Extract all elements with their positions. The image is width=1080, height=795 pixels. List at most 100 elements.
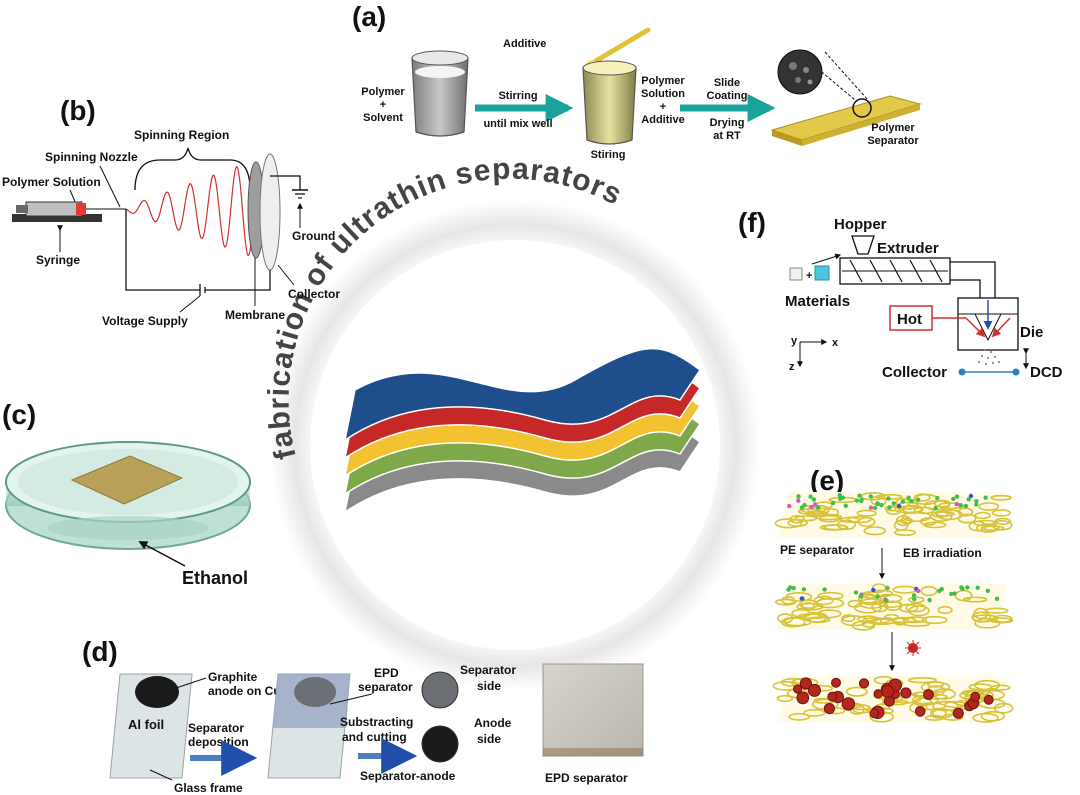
atom-dot [887, 505, 892, 510]
spinning-nozzle-label: Spinning Nozzle [45, 150, 138, 164]
polymer-chain [814, 513, 843, 521]
atom-dot [927, 597, 932, 603]
deposition-label: deposition [188, 735, 249, 749]
polymer-chain [937, 605, 953, 615]
graphite-label: Graphite [208, 670, 258, 684]
anode-side-disc [421, 725, 459, 763]
atom-dot [859, 497, 864, 502]
atom-dot [951, 496, 956, 502]
polymer-chain [823, 524, 848, 531]
anode-label: Anode [474, 716, 512, 730]
panel-c: (c) Ethanol [2, 399, 251, 588]
panel-b-tag: (b) [60, 95, 96, 126]
grafted-particle [923, 689, 934, 700]
mix-plus-label: + [660, 101, 666, 113]
pe-separator-label: PE separator [780, 543, 854, 557]
atom-dot [896, 504, 902, 509]
polymer-chain [968, 683, 993, 691]
polymer-separator-slab [770, 49, 922, 146]
atom-dot [939, 586, 944, 592]
additive-label: Additive [503, 38, 546, 50]
polymer-chain [776, 694, 794, 703]
floating-membrane [70, 455, 184, 505]
atom-dot [871, 587, 876, 593]
atom-dot [985, 588, 990, 593]
atom-dot [886, 496, 891, 501]
polymer-chain [781, 595, 796, 605]
grafted-particle [914, 706, 926, 717]
hot-label: Hot [897, 311, 922, 328]
axis-x-label: x [832, 337, 839, 349]
al-foil-label: Al foil [128, 717, 164, 732]
panel-c-tag: (c) [2, 399, 36, 430]
grafted-particle [900, 687, 912, 699]
stirring-label: Stirring [498, 90, 537, 102]
polymer-chain [991, 519, 1013, 531]
atom-dot [963, 503, 969, 509]
polymer-chain [917, 702, 947, 711]
polymer-chain [797, 613, 827, 620]
atom-dot [952, 591, 957, 596]
polymer-chain [962, 596, 988, 603]
mix-additive-label: Additive [641, 114, 684, 126]
materials-plus: + [806, 270, 812, 282]
atom-dot [840, 495, 846, 500]
ground-label: Ground [292, 229, 335, 243]
mix-well-label: until mix well [483, 118, 552, 130]
collector-f-label: Collector [882, 364, 947, 381]
polymer-chain [868, 618, 896, 626]
atom-dot [858, 594, 863, 599]
polymer-chain [913, 506, 935, 515]
grafted-particle [808, 683, 821, 697]
atom-dot [815, 505, 821, 510]
atom-dot [983, 495, 988, 500]
atom-dot [802, 502, 807, 508]
atom-dot [868, 494, 873, 499]
polymer-chain [903, 620, 931, 627]
atom-dot [796, 498, 801, 503]
grafted-particle [841, 697, 856, 711]
axis-y-label: y [791, 335, 798, 347]
atom-dot [912, 596, 917, 602]
atom-dot [954, 502, 959, 507]
pe-network-3 [772, 675, 1014, 723]
separator-layer [343, 347, 702, 442]
and-cutting-label: and cutting [342, 730, 407, 744]
solvent-label: Solvent [363, 112, 403, 124]
atom-dot [830, 500, 836, 506]
atom-dot [966, 497, 971, 502]
polymer-chain [984, 607, 1009, 614]
polymer-chain [867, 589, 894, 598]
polymer-chain [813, 595, 834, 606]
polymer-chain [847, 515, 872, 524]
atom-dot [801, 587, 807, 592]
separator-side-disc [421, 671, 459, 709]
polymer-chain [902, 616, 928, 624]
panel-d: (d) Al foil Graphite anode on Cu Separat… [82, 636, 644, 795]
stiring-label: Stiring [591, 149, 626, 161]
atom-dot [822, 587, 827, 592]
petri-dish [5, 441, 251, 550]
axis-z-label: z [789, 361, 795, 373]
atom-dot [791, 585, 796, 591]
panel-b: (b) Spinning Region Spinning Nozzle Poly… [2, 95, 340, 328]
polymer-chain [788, 712, 811, 721]
atom-dot [911, 593, 917, 598]
polymer-chain [957, 513, 977, 524]
ethanol-label: Ethanol [182, 568, 248, 588]
grafted-particle [796, 691, 810, 705]
atom-dot [809, 504, 814, 510]
syringe [12, 201, 126, 222]
drying-label: Drying [710, 117, 745, 129]
polymer-chain [856, 509, 877, 517]
polymer-sep-label: Polymer [871, 122, 915, 134]
atom-dot [974, 502, 979, 507]
hot-box [889, 305, 933, 331]
atom-dot [935, 495, 940, 501]
atom-dot [796, 494, 801, 499]
substracting-label: Substracting [340, 715, 413, 729]
panel-e: (e) PE separator EB irradiation [772, 465, 1014, 723]
grafted-particle [869, 708, 879, 719]
atom-dot [885, 585, 890, 591]
atom-dot [949, 591, 954, 597]
